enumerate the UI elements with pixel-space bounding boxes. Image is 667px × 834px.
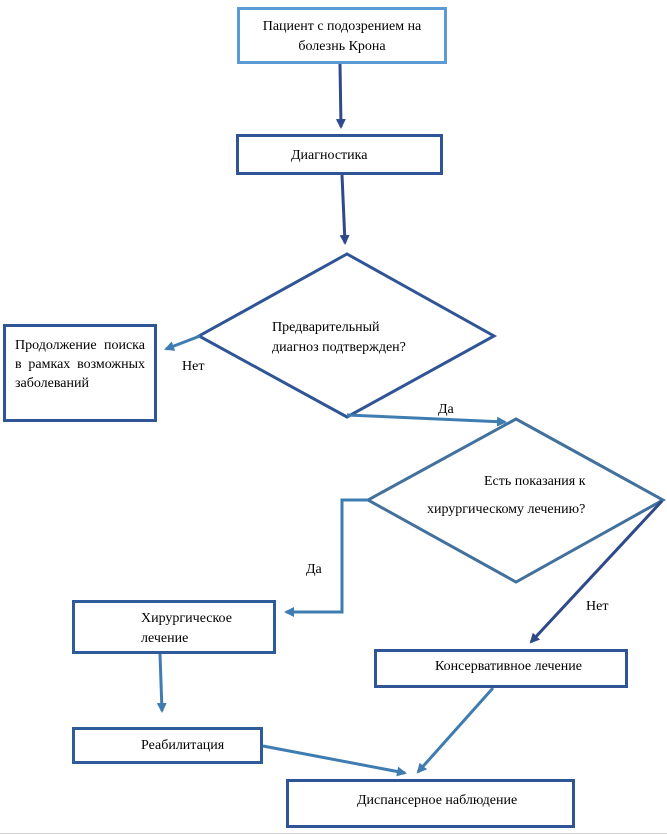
arrow-diagnostics-to-decision [339,174,350,245]
start-box: Пациент с подозрением на болезнь Крона [237,7,447,64]
surgical-label: Хирургическое лечение [141,611,232,646]
conservative-label: Консервативное лечение [435,659,582,674]
followup-label: Диспансерное наблюдение [357,793,518,808]
arrow-conservative-to-followup [416,687,495,774]
followup-box: Диспансерное наблюдение [286,779,575,828]
edge-label-no-1: Нет [182,359,205,374]
arrow-no-to-conservative [529,499,664,644]
decision-diamond-diagnosis [195,252,498,419]
arrow-yes-to-surgery-decision [346,413,507,427]
diagnostics-label: Диагностика [291,148,368,163]
arrow-surgical-to-rehab [156,653,167,713]
edge-label-yes-1: Да [438,402,454,417]
start-box-label: Пациент с подозрением на болезнь Крона [262,19,422,54]
arrow-rehab-to-followup [262,744,407,777]
diagnostics-box: Диагностика [236,134,443,175]
edge-label-no-2: Нет [586,599,609,614]
continue-search-label: Продолжение поиска в рамках возможных за… [15,338,145,391]
rehab-box: Реабилитация [72,727,263,764]
decision-surgery-line1: Есть показания к [484,474,586,489]
arrow-no-to-continue-search [164,334,201,351]
conservative-box: Консервативное лечение [374,649,628,688]
continue-search-box: Продолжение поиска в рамках возможных за… [3,324,157,422]
edge-label-yes-2: Да [306,562,322,577]
rehab-label: Реабилитация [141,738,225,753]
decision-diagnosis-label: Предварительный диагноз подтвержден? [272,320,406,355]
decision-surgery-line2: хирургическому лечению? [427,502,586,517]
arrow-start-to-diagnostics [335,63,346,129]
surgical-box: Хирургическое лечение [72,600,276,654]
arrow-yes-to-surgical [284,498,368,617]
decision-diamond-surgery [364,417,667,584]
